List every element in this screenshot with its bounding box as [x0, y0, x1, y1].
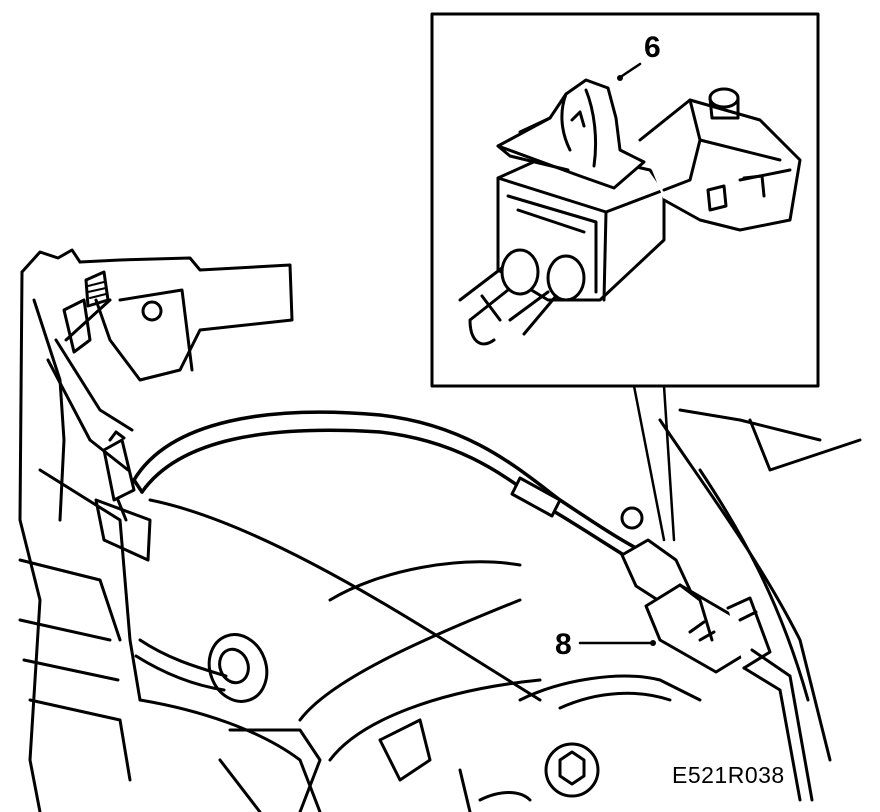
- grommet: [134, 633, 269, 703]
- inset-connector-housing: [496, 87, 802, 302]
- cable-clip-ring: [620, 506, 644, 530]
- body-panel-left: [18, 248, 142, 812]
- reference-code: E521R038: [672, 762, 785, 788]
- inset-clip-6: [496, 78, 646, 190]
- bolt: [544, 742, 600, 798]
- leader-line-6: [617, 62, 642, 81]
- connector-8: [620, 538, 814, 802]
- inset-cable: [458, 248, 586, 346]
- floor-panel: [138, 498, 702, 812]
- wiring-harness-cable: [132, 410, 642, 562]
- callout-8: 8: [555, 628, 572, 661]
- left-connector: [94, 430, 152, 562]
- mounting-bracket: [62, 256, 294, 382]
- leader-line-8: [578, 640, 656, 646]
- callout-6: 6: [644, 31, 661, 64]
- body-panel-right: [658, 408, 862, 762]
- cable-sleeve: [510, 476, 562, 518]
